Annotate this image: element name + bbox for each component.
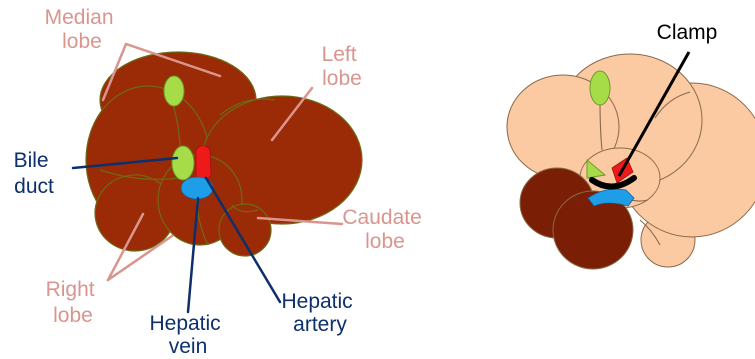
- median-lobe-label: Median lobe: [45, 6, 120, 53]
- hepatic-vein-label: Hepatic vein: [149, 312, 226, 358]
- clamp-label: Clamp: [657, 21, 718, 44]
- bile-duct-label: Bile duct: [14, 149, 55, 198]
- caudate-lobe-label: Caudate lobe: [342, 206, 427, 253]
- clamped-gallbladder: [590, 71, 610, 105]
- whole-liver-diagram: Median lobe Left lobe Bile duct Caudate …: [14, 6, 428, 358]
- hepatic-artery-label: Hepatic artery: [281, 290, 358, 336]
- liver-lobes: [86, 52, 362, 256]
- hepatic-artery-shape: [196, 146, 211, 180]
- clamped-liver-diagram: Clamp: [507, 21, 755, 269]
- left-lobe-label: Left lobe: [322, 43, 363, 90]
- right-lobe-label: Right lobe: [46, 278, 101, 327]
- bile-duct-bulb: [172, 146, 194, 180]
- gallbladder-body: [164, 76, 184, 106]
